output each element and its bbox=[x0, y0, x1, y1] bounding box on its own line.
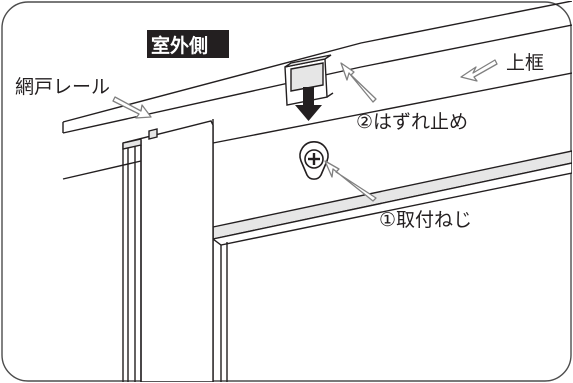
callout-screw-arrow bbox=[324, 160, 377, 202]
down-arrow-shaft bbox=[303, 87, 314, 107]
stopper-side bbox=[326, 92, 334, 98]
screen-rail-clip bbox=[148, 128, 158, 140]
beam-inner-edge-right bbox=[212, 72, 572, 144]
screen-rail-profile bbox=[122, 120, 214, 382]
rail-lower-face bbox=[211, 162, 572, 246]
stopper-bracket bbox=[284, 54, 334, 106]
upper-frame-label: 上框 bbox=[506, 52, 544, 74]
callout-screen-rail-arrow bbox=[112, 96, 152, 119]
down-arrow-head bbox=[295, 105, 322, 121]
screen-rail-cap bbox=[122, 138, 142, 150]
callout-stopper-arrow bbox=[340, 62, 377, 103]
screen-rail-label: 網戸レール bbox=[15, 76, 110, 98]
down-arrow-icon bbox=[295, 87, 322, 121]
mounting-screw-label: ①取付ねじ bbox=[379, 209, 472, 231]
outdoor-side-label: 室外側 bbox=[151, 34, 208, 57]
beam-front-bottom bbox=[62, 24, 572, 134]
outdoor-side-label-bg bbox=[147, 30, 229, 58]
stopper-label: ②はずれ止め bbox=[356, 111, 468, 133]
stopper-top bbox=[284, 54, 332, 68]
phillips-screw-icon bbox=[299, 141, 329, 180]
callout-arrows bbox=[112, 59, 498, 202]
sash-rail bbox=[211, 150, 572, 382]
upper-frame-beam bbox=[62, 1, 572, 180]
beam-top-edge bbox=[62, 1, 572, 123]
callout-upper-frame-arrow bbox=[460, 59, 498, 82]
stopper-window bbox=[290, 62, 324, 92]
